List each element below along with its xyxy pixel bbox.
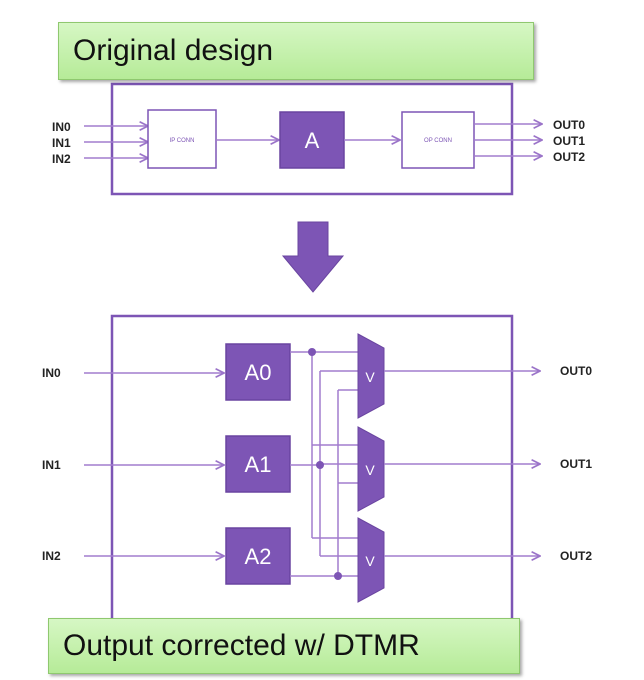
dtmr-out0-label: OUT0: [560, 364, 592, 378]
block-a1: [225, 435, 291, 493]
voter-1: [357, 426, 385, 512]
orig-out1-label: OUT1: [553, 134, 585, 148]
orig-in2-label: IN2: [52, 152, 71, 166]
voter-1-label: V: [365, 462, 375, 478]
original-design-banner: Original design: [58, 22, 534, 80]
orig-out0-label: OUT0: [553, 118, 585, 132]
block-a2-label: A2: [245, 544, 272, 569]
ip-conn-label: IP CONN: [170, 138, 195, 144]
dtmr-output-title: Output corrected w/ DTMR: [63, 629, 420, 662]
block-a: [279, 111, 345, 169]
junction-dot: [308, 348, 316, 356]
junction-dot: [334, 572, 342, 580]
dtmr-in1-label: IN1: [42, 458, 61, 472]
op-conn-label: OP CONN: [424, 138, 452, 144]
ip-conn-block: [147, 109, 217, 169]
original-design-title: Original design: [73, 34, 274, 67]
block-a0-label: A0: [245, 360, 272, 385]
voter-0-label: V: [365, 369, 375, 385]
orig-in0-label: IN0: [52, 120, 71, 134]
dtmr-out2-label: OUT2: [560, 549, 592, 563]
voter-2-label: V: [365, 553, 375, 569]
orig-out2-label: OUT2: [553, 150, 585, 164]
block-a-label: A: [305, 128, 320, 153]
block-a1-label: A1: [245, 452, 272, 477]
dtmr-out1-label: OUT1: [560, 457, 592, 471]
block-a0: [225, 343, 291, 401]
junction-dot: [316, 461, 324, 469]
dtmr-output-banner: Output corrected w/ DTMR: [48, 618, 520, 674]
transform-down-arrow-icon: [281, 221, 345, 293]
orig-in1-label: IN1: [52, 136, 71, 150]
dtmr-in0-label: IN0: [42, 366, 61, 380]
voter-0: [357, 333, 385, 419]
voter-2: [357, 517, 385, 603]
block-a2: [225, 527, 291, 585]
dtmr-in2-label: IN2: [42, 549, 61, 563]
